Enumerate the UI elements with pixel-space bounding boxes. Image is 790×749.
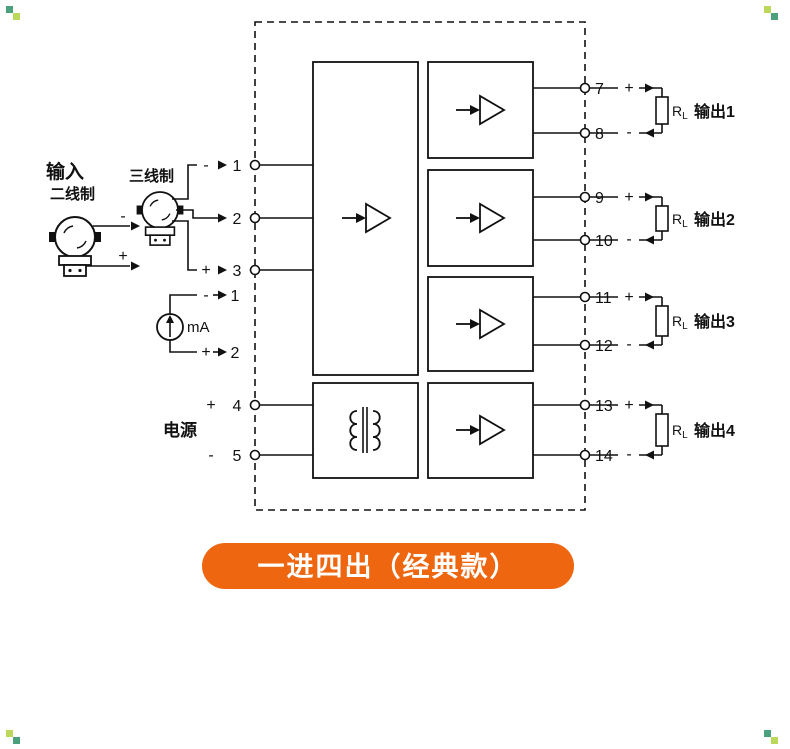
output-group-1: 7 + 8 - RL 输出1	[589, 80, 735, 143]
terminal-8-sign: -	[626, 124, 631, 141]
arrow-right-icon	[645, 192, 654, 202]
load-resistor	[655, 305, 669, 337]
terminal-14-number: 14	[595, 448, 613, 465]
load-resistor	[655, 413, 669, 447]
load-resistor-label: RL	[672, 422, 688, 441]
input-title: 输入	[46, 160, 84, 183]
ma-terminal-2-number: 2	[231, 345, 240, 362]
terminal-2-number: 2	[233, 211, 242, 228]
arrow-right-icon	[218, 347, 227, 357]
power-transformer-block	[312, 382, 419, 479]
arrow-right-icon	[645, 292, 654, 302]
terminal-11-number: 11	[595, 290, 612, 307]
right-terminal-wires	[533, 87, 581, 456]
load-resistor-label: RL	[672, 211, 688, 230]
terminal-4-sign: +	[206, 397, 215, 414]
arrow-right-icon	[645, 83, 654, 93]
terminal-10-number: 10	[595, 233, 613, 250]
output-3-label: 输出3	[694, 312, 735, 331]
isolator-dashed-boundary	[254, 21, 586, 511]
terminal-7-sign: +	[624, 80, 633, 97]
terminal-5-sign: -	[208, 447, 213, 464]
output-group-2: 9 + 10 - RL 输出2	[589, 189, 735, 250]
arrow-right-icon	[218, 160, 227, 170]
terminal-7-number: 7	[595, 81, 604, 98]
output-amplifier-block-2	[427, 169, 534, 267]
terminal-11-sign: +	[624, 289, 633, 306]
output-amplifier-block-1	[427, 61, 534, 159]
two-wire-label: 二线制	[50, 185, 95, 203]
three-wire-transmitter-icon	[135, 191, 185, 247]
three-wire-transmitter-wires	[172, 160, 227, 275]
output-1-label: 输出1	[694, 102, 735, 121]
ma-label: mA	[187, 319, 210, 336]
output-amplifier-block-3	[427, 276, 534, 372]
arrow-right-icon	[131, 261, 140, 271]
ma-source-icon	[156, 313, 184, 341]
output-group-3: 11 + 12 - RL 输出3	[589, 289, 735, 355]
terminal-1-number: 1	[233, 158, 242, 175]
terminal-3-number: 3	[233, 263, 242, 280]
power-label: 电源	[163, 420, 197, 440]
terminal-10-sign: -	[626, 231, 631, 248]
corner-artifact-bottom-right	[764, 730, 778, 744]
terminal-8-number: 8	[595, 126, 604, 143]
transformer-icon	[349, 407, 381, 453]
ma-source-wires	[169, 290, 227, 357]
two-wire-transmitter-wires	[86, 221, 140, 271]
title-banner: 一进四出（经典款）	[202, 543, 574, 589]
arrow-right-icon	[218, 265, 227, 275]
terminal-9-sign: +	[624, 189, 633, 206]
terminal-1-sign: -	[203, 157, 208, 174]
corner-artifact-top-left	[6, 6, 20, 20]
arrow-left-icon	[645, 450, 654, 460]
ma-terminal-2-sign: +	[201, 344, 210, 361]
corner-artifact-bottom-left	[6, 730, 20, 744]
load-resistor	[655, 205, 669, 232]
left-terminal-wires	[260, 164, 313, 456]
terminal-9-number: 9	[595, 190, 604, 207]
arrow-right-icon	[218, 213, 227, 223]
terminal-12-number: 12	[595, 338, 613, 355]
terminal-14-sign: -	[626, 446, 631, 463]
three-wire-label: 三线制	[129, 167, 174, 185]
arrow-right-icon	[645, 400, 654, 410]
ma-terminal-1-sign: -	[203, 287, 208, 304]
output-amplifier-block-4	[427, 382, 534, 479]
two-wire-plus-sign: +	[118, 248, 127, 265]
output-2-label: 输出2	[694, 210, 735, 229]
two-wire-minus-sign: -	[120, 208, 125, 225]
terminal-5-number: 5	[233, 448, 242, 465]
arrow-left-icon	[645, 235, 654, 245]
ma-terminal-1-number: 1	[231, 288, 240, 305]
load-resistor	[655, 96, 669, 125]
terminal-13-number: 13	[595, 398, 613, 415]
arrow-right-icon	[131, 221, 140, 231]
output-4-label: 输出4	[694, 421, 735, 440]
banner-label: 一进四出（经典款）	[258, 551, 519, 582]
arrow-left-icon	[645, 340, 654, 350]
terminal-13-sign: +	[624, 397, 633, 414]
terminal-12-sign: -	[626, 336, 631, 353]
input-amplifier-block	[312, 61, 419, 376]
terminal-4-number: 4	[233, 398, 242, 415]
load-resistor-label: RL	[672, 313, 688, 332]
left-terminal-circles	[249, 159, 261, 461]
load-resistor-label: RL	[672, 103, 688, 122]
terminal-3-sign: +	[201, 262, 210, 279]
corner-artifact-top-right	[764, 6, 778, 20]
arrow-left-icon	[645, 128, 654, 138]
arrow-right-icon	[218, 290, 227, 300]
output-group-4: 13 + 14 - RL 输出4	[589, 397, 735, 465]
